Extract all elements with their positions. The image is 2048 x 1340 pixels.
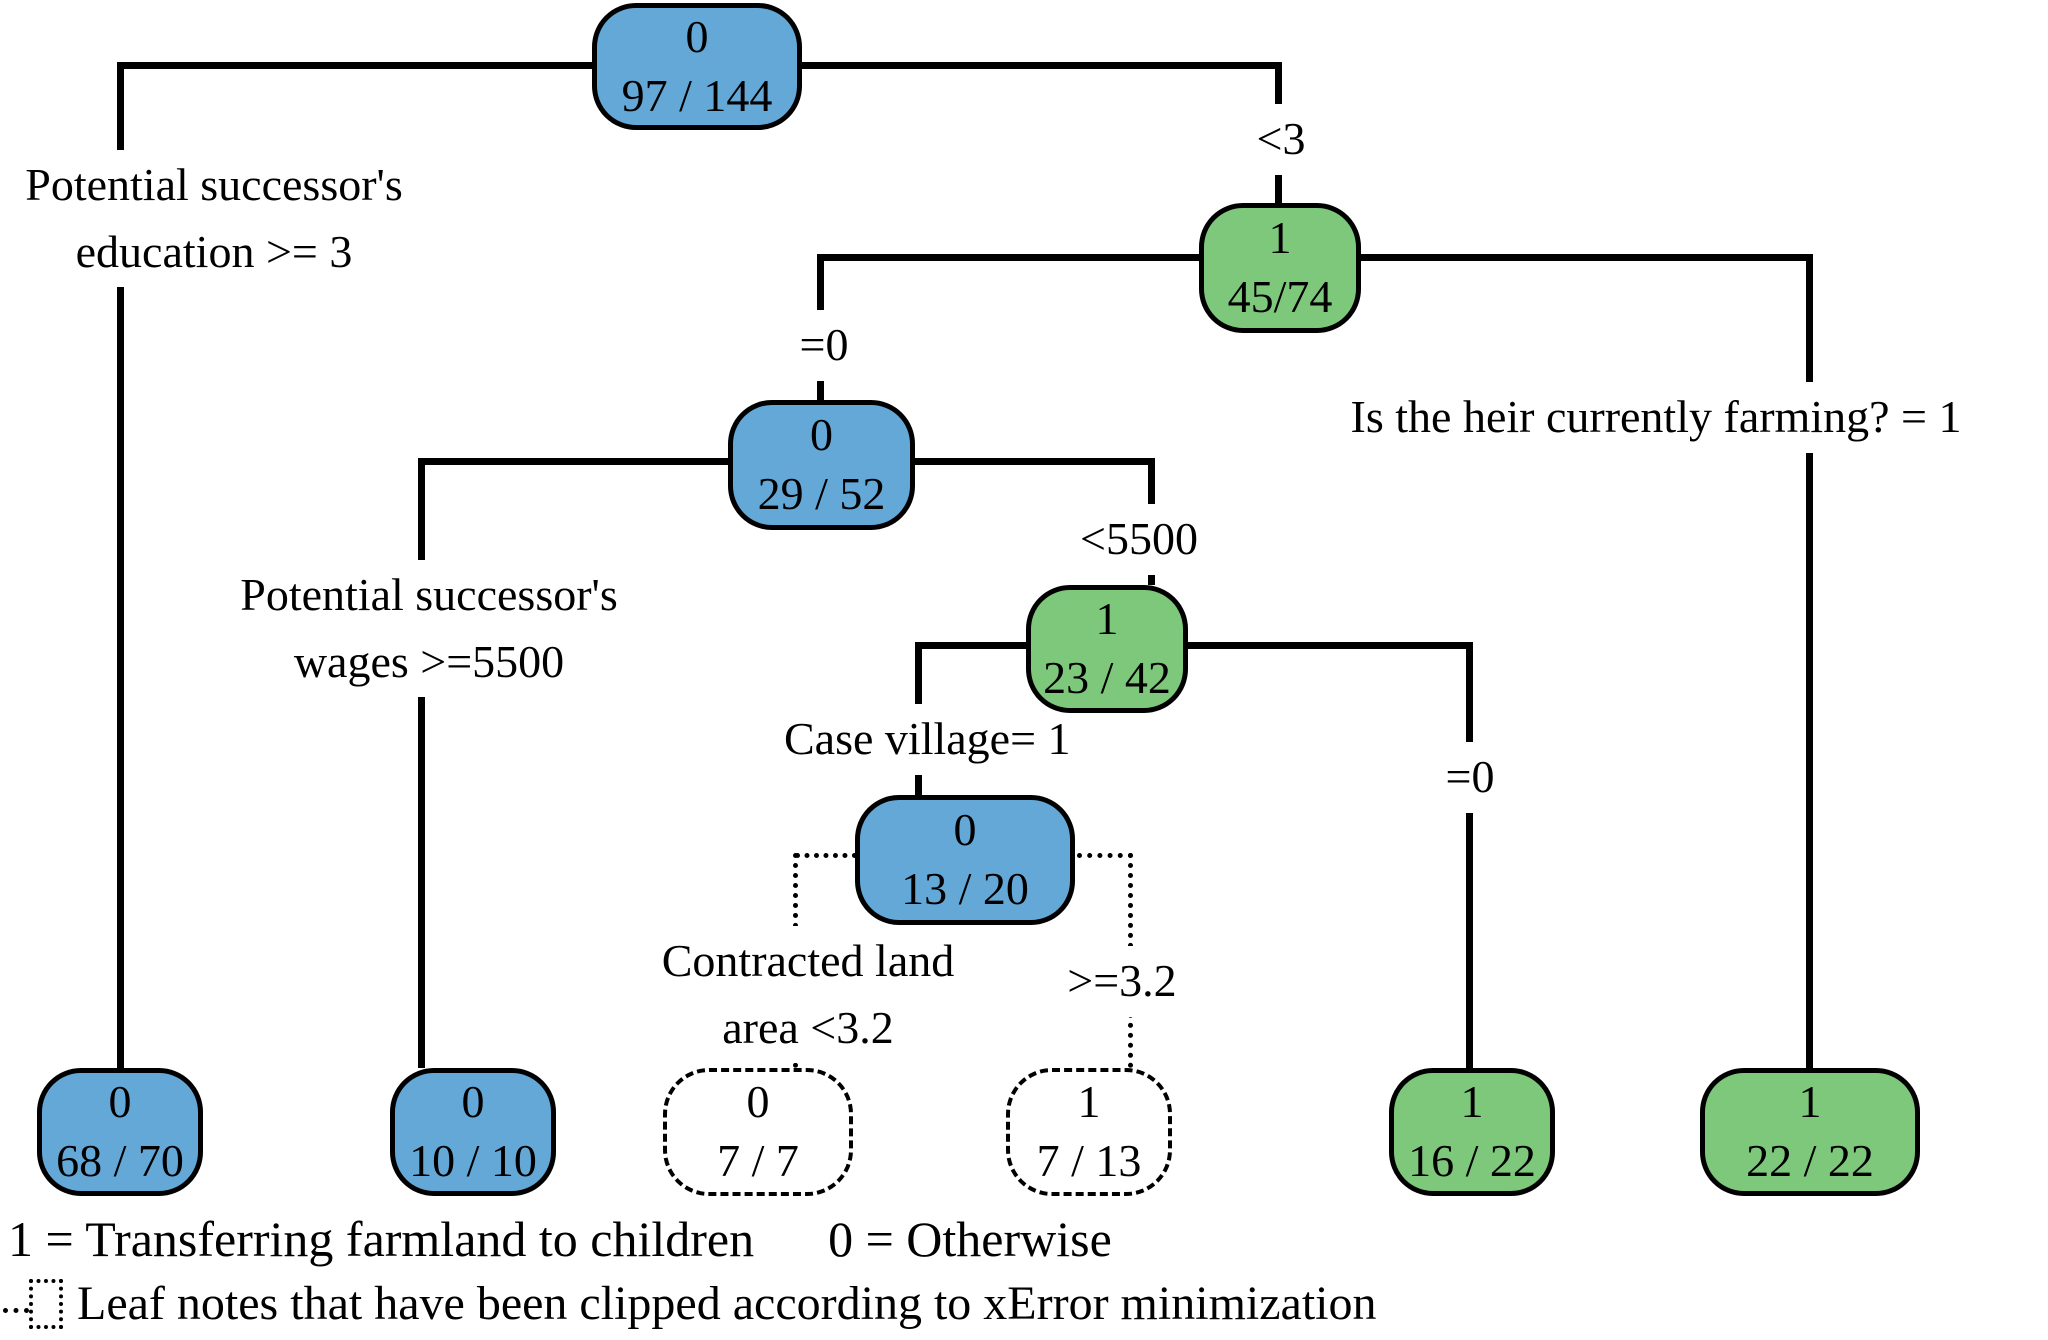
dotted-line-icon: [3, 1308, 29, 1313]
node-count: 7 / 7: [717, 1135, 799, 1186]
node-count: 7 / 13: [1036, 1135, 1142, 1186]
node-class-label: 0: [953, 804, 977, 856]
tree-node-root: 0 97 / 144: [592, 3, 802, 130]
tree-leaf-education: 0 68 / 70: [37, 1068, 203, 1196]
edge-root-left-horizontal: [120, 62, 592, 69]
node-count: 10 / 10: [409, 1135, 537, 1186]
node-class-label: 0: [746, 1076, 770, 1128]
edge-label-wages: Potential successor's wages >=5500: [214, 560, 644, 698]
tree-leaf-wages: 0 10 / 10: [390, 1068, 556, 1196]
node-count: 45/74: [1227, 271, 1333, 322]
edge-label-education: Potential successor's education >= 3: [0, 150, 428, 288]
tree-node-heir: 1 45/74: [1199, 203, 1361, 333]
edge-label-farming: Is the heir currently farming? = 1: [1256, 382, 2048, 453]
legend-clipped-leaves: Leaf notes that have been clipped accord…: [3, 1276, 1377, 1331]
edge-heir-left-horizontal: [820, 254, 1199, 261]
edge-education-vertical: [117, 62, 124, 1068]
edge-label-lt5500: <5500: [1066, 504, 1212, 575]
edge-label-wages-line2: wages >=5500: [293, 635, 565, 687]
edge-mid-right-horizontal: [915, 458, 1155, 465]
edge-clipped-right-horizontal: [1077, 853, 1133, 858]
legend-class1-text: 1 = Transferring farmland to children: [8, 1211, 755, 1267]
legend-class0-text: 0 = Otherwise: [828, 1211, 1112, 1267]
edge-label-education-line1: Potential successor's: [25, 159, 403, 210]
node-count: 13 / 20: [901, 863, 1029, 914]
node-class-label: 1: [1460, 1076, 1484, 1128]
edge-label-education-line2: education >= 3: [75, 225, 353, 277]
edge-label-eq0-lower: =0: [1430, 742, 1510, 813]
edge-root-right-horizontal: [802, 62, 1282, 69]
edge-mid-left-horizontal: [421, 458, 728, 465]
tree-leaf-village0: 1 16 / 22: [1389, 1068, 1555, 1196]
tree-node-mid: 0 29 / 52: [728, 400, 915, 530]
node-class-label: 0: [685, 10, 709, 62]
edge-wagelt-right-horizontal: [1188, 642, 1473, 649]
node-class-label: 0: [810, 409, 833, 461]
node-count: 97 / 144: [621, 69, 773, 121]
node-class-label: 1: [1798, 1076, 1822, 1128]
edge-label-wages-line1: Potential successor's: [240, 569, 618, 620]
dotted-box-icon: [29, 1278, 63, 1329]
tree-node-village: 0 13 / 20: [855, 795, 1075, 925]
edge-heir-right-horizontal: [1361, 254, 1813, 261]
node-class-label: 1: [1268, 212, 1292, 264]
node-class-label: 0: [461, 1076, 485, 1128]
edge-label-contracted: Contracted land area <3.2: [610, 926, 1006, 1064]
node-count: 22 / 22: [1746, 1135, 1874, 1186]
tree-leaf-farming: 1 22 / 22: [1700, 1068, 1920, 1196]
node-count: 29 / 52: [757, 468, 886, 519]
edge-label-lt3: <3: [1238, 104, 1324, 175]
edge-label-eq0-upper: =0: [788, 310, 860, 381]
edge-clipped-left-horizontal: [795, 853, 857, 858]
tree-leaf-area-ge-clipped: 1 7 / 13: [1006, 1068, 1172, 1196]
tree-node-wage-lt: 1 23 / 42: [1026, 585, 1188, 713]
tree-leaf-area-lt-clipped: 0 7 / 7: [663, 1068, 853, 1196]
edge-label-contracted-line1: Contracted land: [661, 935, 955, 986]
node-class-label: 1: [1095, 593, 1119, 645]
node-count: 68 / 70: [56, 1135, 184, 1186]
edge-farming-vertical: [1806, 254, 1813, 1068]
edge-label-ge32: >=3.2: [1046, 946, 1198, 1017]
edge-label-contracted-line2: area <3.2: [722, 1001, 894, 1053]
node-count: 23 / 42: [1043, 652, 1171, 703]
edge-wages-vertical: [418, 458, 425, 1068]
edge-eq0-lower-vertical: [1466, 642, 1473, 1068]
edge-wagelt-left-horizontal: [918, 642, 1026, 649]
node-count: 16 / 22: [1408, 1135, 1536, 1186]
legend-clipped-text: Leaf notes that have been clipped accord…: [77, 1277, 1377, 1330]
node-class-label: 1: [1077, 1076, 1101, 1128]
edge-label-case-village: Case village= 1: [780, 704, 1071, 775]
legend-class-meanings: 1 = Transferring farmland to children 0 =…: [8, 1210, 1112, 1268]
node-class-label: 0: [108, 1076, 132, 1128]
